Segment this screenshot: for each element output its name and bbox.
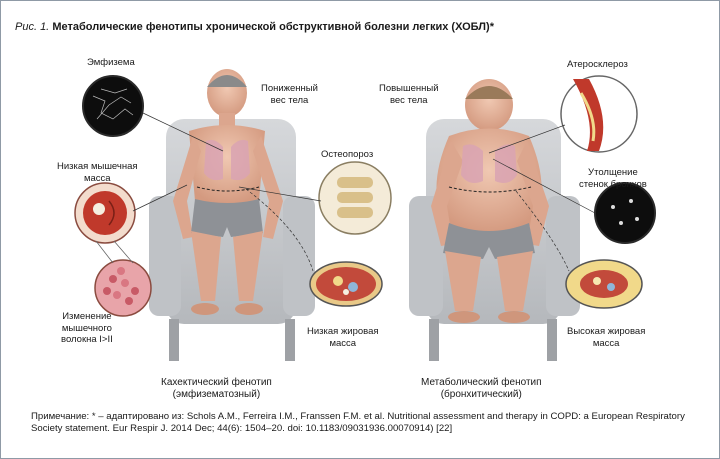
- figure-title: Рис. 1. Метаболические фенотипы хроничес…: [15, 21, 705, 33]
- osteoporosis-inset: [318, 161, 392, 235]
- label-osteoporosis-text: Остеопороз: [321, 149, 374, 160]
- caption-cachectic-line1: Кахектический фенотип: [161, 377, 272, 388]
- label-high-fat-mass-line2: масса: [592, 337, 620, 349]
- bronchial-inset: [594, 182, 656, 244]
- label-emphysema-text: Эмфизема: [87, 57, 135, 68]
- figure-note: Примечание: * – адаптировано из: Schols …: [31, 411, 685, 434]
- label-high-body-weight: Повышенный вес тела: [379, 83, 439, 106]
- cachectic-figure: [173, 69, 283, 315]
- label-high-fat-mass-line1: Высокая жировая: [567, 326, 646, 337]
- label-atherosclerosis: Атеросклероз: [567, 59, 628, 71]
- label-low-fat-mass: Низкая жировая масса: [307, 326, 379, 349]
- label-atherosclerosis-text: Атеросклероз: [567, 59, 628, 70]
- label-low-muscle-mass: Низкая мышечная масса: [57, 161, 138, 184]
- muscle-inset: [74, 182, 136, 244]
- label-high-body-weight-line1: Повышенный: [379, 83, 439, 94]
- label-high-fat-mass: Высокая жировая масса: [567, 326, 645, 349]
- label-muscle-fiber-line2: мышечного: [61, 322, 112, 334]
- metabolic-figure: [431, 79, 549, 323]
- emphysema-inset: [82, 75, 144, 137]
- label-muscle-fiber-line1: Изменение: [62, 311, 112, 322]
- figure-label: Рис. 1.: [15, 21, 50, 33]
- label-emphysema: Эмфизема: [87, 57, 135, 69]
- label-muscle-fiber-change: Изменение мышечного волокна I>II: [61, 311, 113, 346]
- label-low-muscle-mass-line2: масса: [83, 172, 111, 184]
- label-osteoporosis: Остеопороз: [321, 149, 373, 161]
- label-low-fat-mass-line2: масса: [329, 337, 357, 349]
- label-bronchial-wall: Утолщение стенок бронхов: [579, 167, 647, 190]
- muscle-fiber-inset: [94, 259, 152, 317]
- label-bronchial-line2: стенок бронхов: [579, 178, 647, 190]
- caption-cachectic: Кахектический фенотип (эмфизематозный): [161, 377, 272, 401]
- label-low-fat-mass-line1: Низкая жировая: [307, 326, 379, 337]
- label-bronchial-line1: Утолщение: [588, 167, 638, 178]
- label-low-body-weight: Пониженный вес тела: [261, 83, 318, 106]
- caption-metabolic-line1: Метаболический фенотип: [421, 377, 542, 388]
- caption-cachectic-line2: (эмфизематозный): [172, 389, 261, 400]
- low-fat-mass-inset: [309, 261, 383, 307]
- label-muscle-fiber-line3: волокна I>II: [61, 334, 113, 345]
- caption-metabolic: Метаболический фенотип (бронхитический): [421, 377, 542, 401]
- caption-metabolic-line2: (бронхитический): [440, 389, 522, 400]
- label-low-body-weight-line1: Пониженный: [261, 83, 318, 94]
- label-low-body-weight-line2: вес тела: [270, 94, 309, 106]
- label-low-muscle-mass-line1: Низкая мышечная: [57, 161, 138, 172]
- label-high-body-weight-line2: вес тела: [389, 94, 428, 106]
- atherosclerosis-inset: [560, 75, 638, 153]
- high-fat-mass-inset: [565, 259, 643, 309]
- figure-title-text: Метаболические фенотипы хронической обст…: [52, 21, 494, 33]
